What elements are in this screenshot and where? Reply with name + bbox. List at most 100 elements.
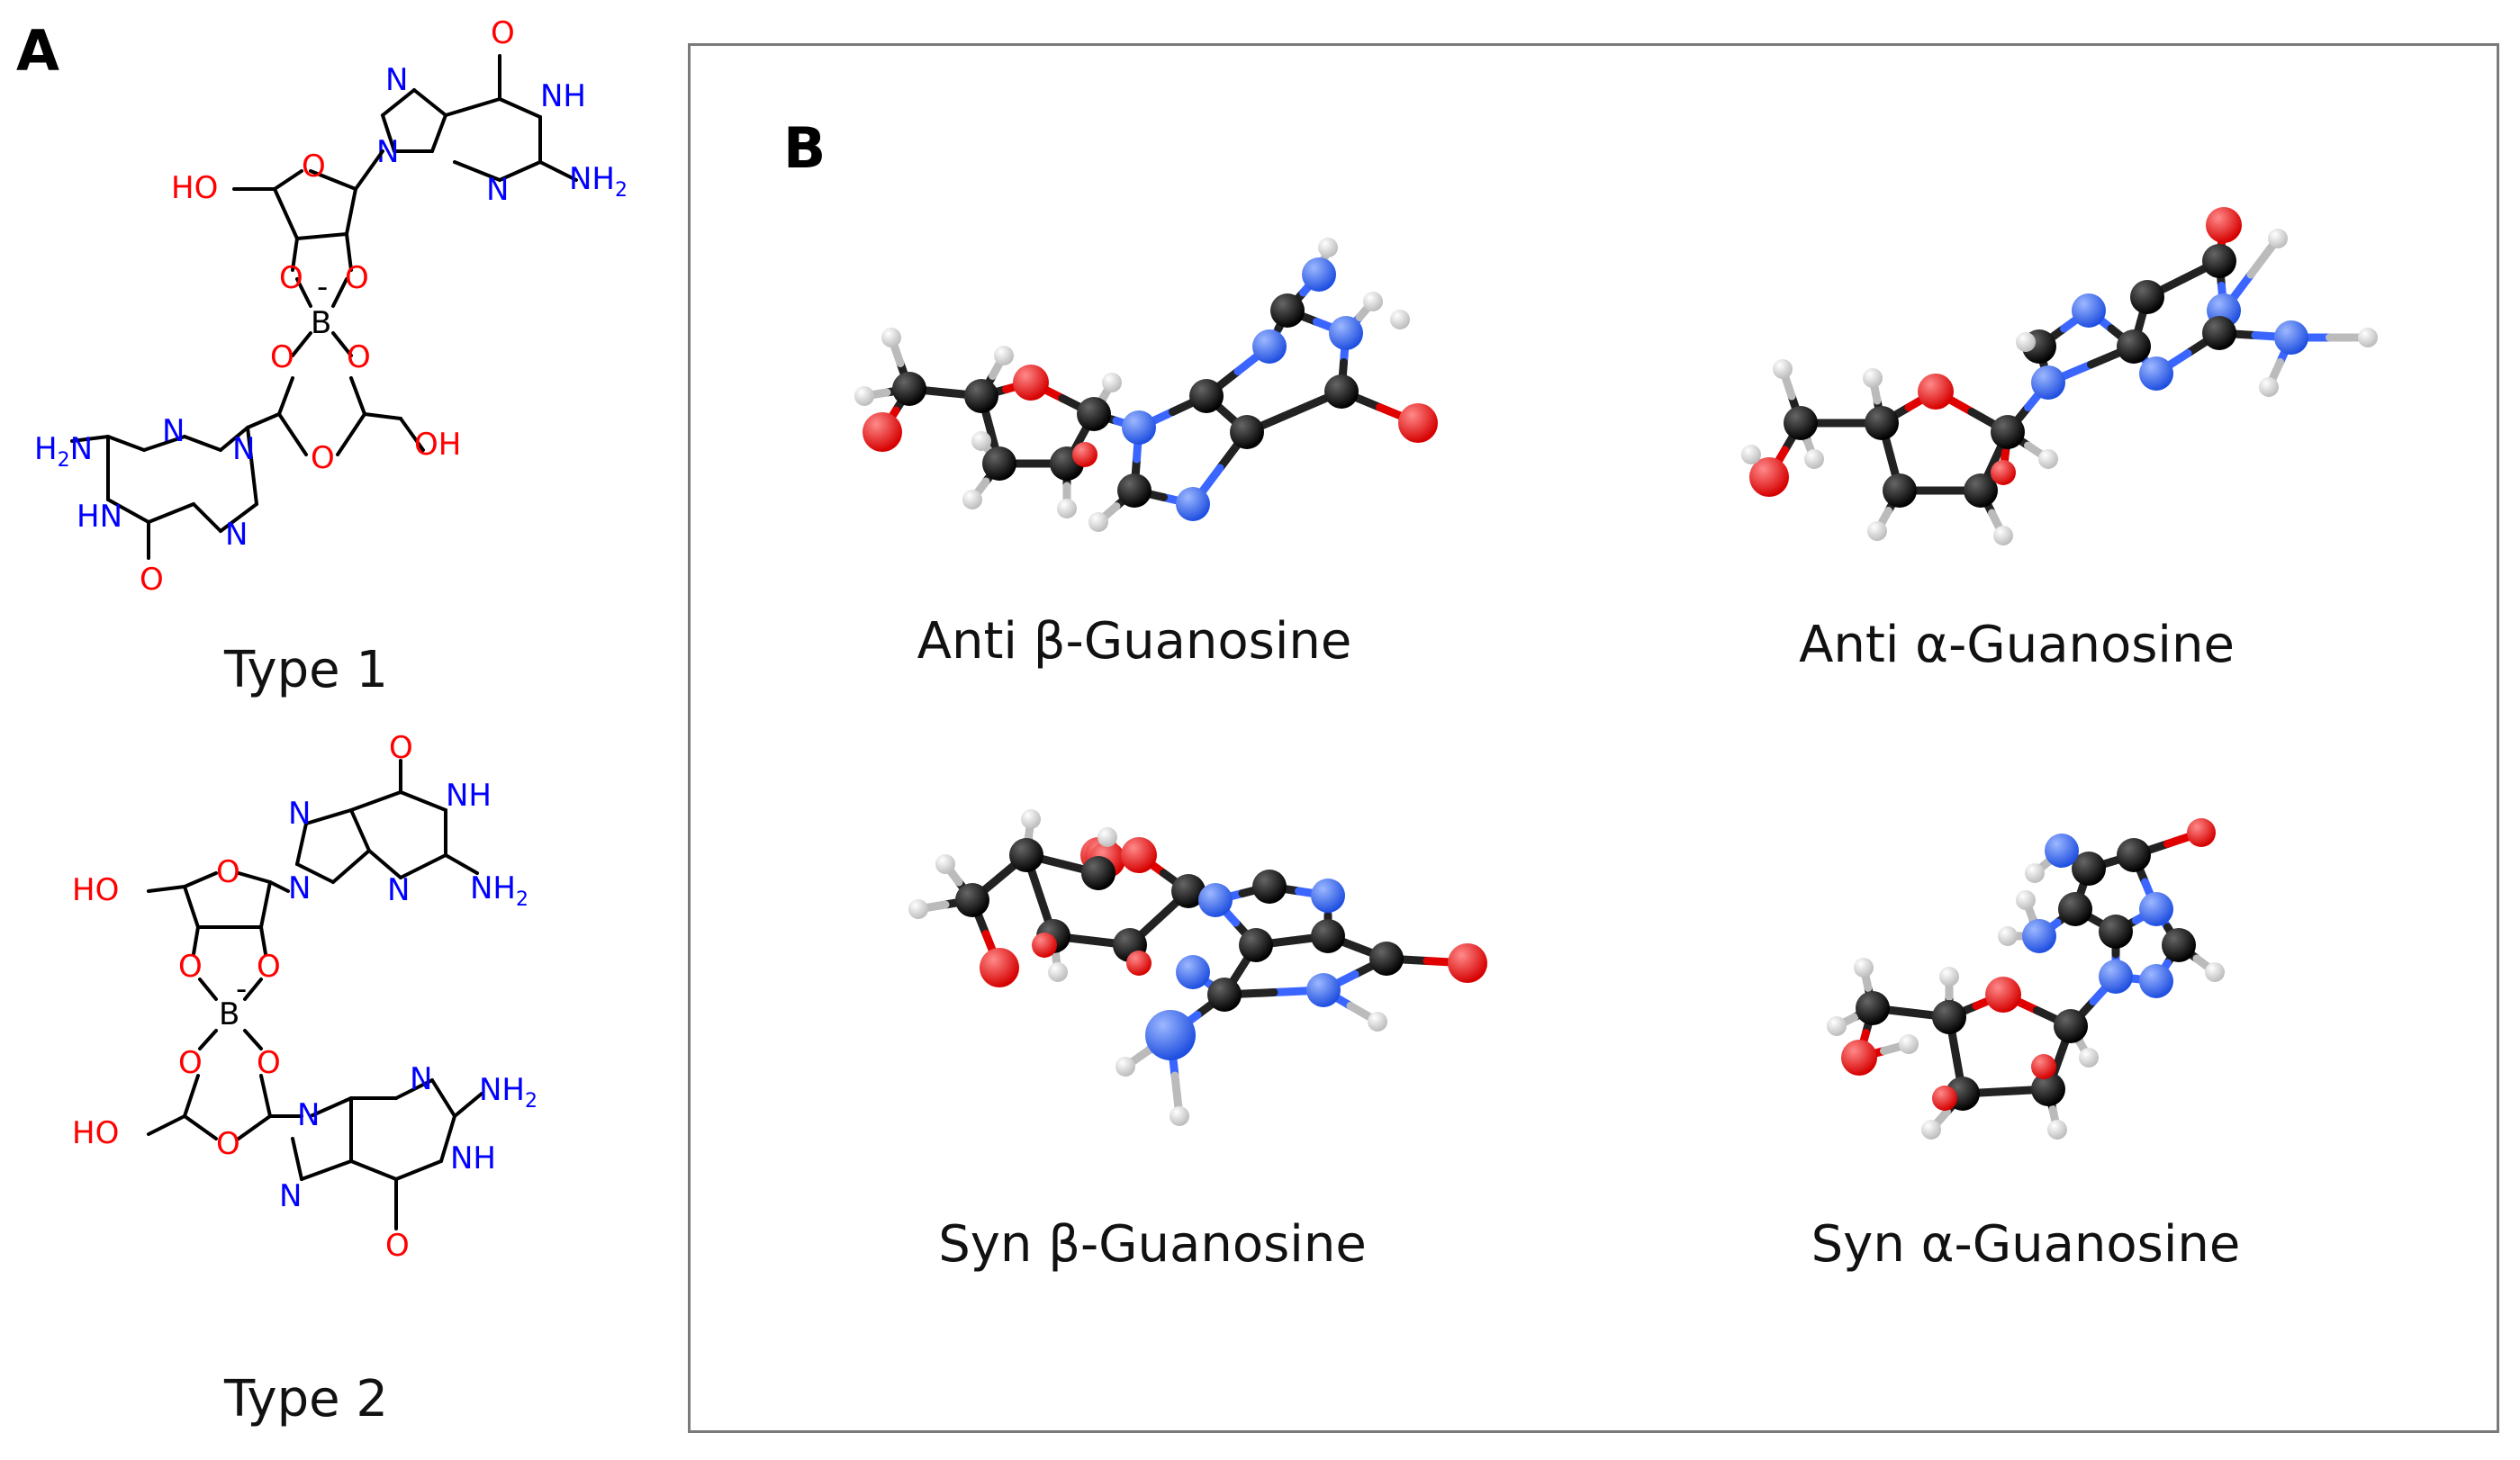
- atom-n: N: [288, 870, 311, 906]
- atom-n: N: [387, 872, 410, 908]
- hydrogen-atom: [2016, 890, 2036, 910]
- carbon-atom: [2162, 928, 2196, 962]
- hydrogen-atom: [1097, 827, 1117, 847]
- carbon-atom: [892, 372, 926, 406]
- type2-lower-guanine: [291, 1078, 483, 1230]
- carbon-atom: [1865, 406, 1899, 440]
- oxygen-atom: [1991, 460, 2016, 485]
- atom-ho: HO: [72, 872, 119, 908]
- atom-nh2: NH2: [569, 161, 628, 202]
- carbon-atom: [1369, 942, 1404, 976]
- oxygen-atom: [1398, 403, 1438, 443]
- oxygen-atom: [1032, 933, 1057, 958]
- atom-nh: NH: [450, 1140, 496, 1176]
- nitrogen-atom: [1252, 329, 1287, 364]
- oxygen-atom: [863, 412, 902, 452]
- type1-lower-ribose: [246, 376, 425, 456]
- carbon-atom: [1991, 415, 2025, 449]
- nitrogen-atom: [1329, 316, 1363, 350]
- atom-hn: HN: [77, 499, 122, 535]
- carbon-atom: [1324, 374, 1359, 409]
- atom-o: O: [140, 562, 164, 598]
- hydrogen-atom: [2259, 377, 2279, 397]
- atom-b: B: [311, 305, 331, 341]
- atom-n: N: [279, 1178, 302, 1214]
- carbon-atom: [1230, 415, 1264, 449]
- carbon-atom: [964, 379, 998, 413]
- atom-o: O: [270, 339, 294, 375]
- carbon-atom: [1252, 870, 1287, 904]
- hydrogen-atom: [962, 490, 982, 509]
- hydrogen-atom: [908, 899, 928, 919]
- hydrogen-atom: [1021, 809, 1041, 829]
- carbon-atom: [2058, 892, 2092, 926]
- carbon-atom: [2130, 280, 2164, 314]
- model-anti-alpha-guanosine: [1741, 207, 2378, 545]
- oxygen-atom: [1918, 374, 1954, 410]
- type2-lower-ribose: [147, 1074, 303, 1140]
- nitrogen-atom: [2045, 834, 2079, 868]
- oxygen-atom: [1985, 977, 2021, 1013]
- oxygen-atom: [2031, 1054, 2056, 1079]
- type2-upper-guanine: [295, 759, 479, 884]
- hydrogen-atom: [1863, 368, 1883, 388]
- panel-b-label: B: [783, 115, 826, 181]
- carbon-atom: [1207, 978, 1242, 1012]
- model-anti-beta-guanosine: [854, 238, 1438, 532]
- nitrogen-atom: [1176, 955, 1210, 989]
- atom-n: N: [288, 796, 311, 832]
- nitrogen-atom: [2022, 919, 2056, 953]
- hydrogen-atom: [1102, 373, 1122, 392]
- nitrogen-atom: [2274, 320, 2308, 355]
- hydrogen-atom: [971, 431, 991, 451]
- hydrogen-atom: [1741, 445, 1761, 464]
- atom-n: N: [486, 172, 509, 208]
- atom-o: O: [279, 260, 303, 296]
- hydrogen-atom: [1390, 310, 1410, 329]
- atom-o: O: [491, 15, 515, 51]
- oxygen-atom: [1841, 1040, 1877, 1076]
- type1-upper-guanine: [381, 54, 578, 182]
- panel-a-label: A: [16, 18, 59, 84]
- oxygen-atom: [1448, 943, 1487, 983]
- carbon-atom: [1270, 293, 1305, 328]
- nitrogen-atom: [2031, 365, 2065, 400]
- hydrogen-atom: [2205, 962, 2225, 982]
- hydrogen-atom: [1088, 512, 1108, 532]
- atom-o: O: [345, 260, 369, 296]
- carbon-atom: [2054, 1009, 2088, 1043]
- model-caption-anti-alpha: Anti α-Guanosine: [1799, 616, 2235, 674]
- type1-caption: Type 1: [223, 641, 389, 699]
- hydrogen-atom: [1773, 359, 1793, 379]
- panel-b-frame: [688, 43, 2499, 1433]
- nitrogen-atom: [2139, 964, 2173, 998]
- type1-lower-guanine: [70, 426, 258, 560]
- atom-oh: OH: [414, 427, 461, 463]
- nitrogen-atom: [1311, 879, 1345, 913]
- hydrogen-atom: [1804, 449, 1824, 469]
- model-caption-syn-alpha: Syn α-Guanosine: [1811, 1215, 2241, 1274]
- carbon-atom: [2202, 316, 2236, 350]
- oxygen-atom: [1013, 365, 1049, 401]
- type2-upper-ribose: [147, 871, 290, 929]
- hydrogen-atom: [1827, 1016, 1847, 1036]
- oxygen-atom: [1121, 837, 1157, 873]
- hydrogen-atom: [1939, 967, 1959, 987]
- nitrogen-atom: [1176, 487, 1210, 521]
- hydrogen-atom: [854, 386, 874, 406]
- hydrogen-atom: [2358, 328, 2378, 347]
- type2-structure: N N N NH O NH2 O HO O O B - O O O HO: [72, 730, 537, 1264]
- nitrogen-atom: [1302, 257, 1336, 292]
- carbon-atom: [2031, 1072, 2065, 1106]
- hydrogen-atom: [1048, 962, 1068, 982]
- carbon-atom: [2202, 244, 2236, 278]
- nitrogen-atom: [1306, 973, 1341, 1007]
- carbon-atom: [2117, 838, 2151, 872]
- hydrogen-atom: [1921, 1120, 1941, 1140]
- hydrogen-atom: [1368, 1012, 1387, 1032]
- atom-o: O: [347, 339, 371, 375]
- atom-n: N: [410, 1061, 432, 1097]
- hydrogen-atom: [1170, 1106, 1189, 1126]
- carbon-atom: [1189, 379, 1224, 413]
- type2-borate: [192, 925, 267, 1050]
